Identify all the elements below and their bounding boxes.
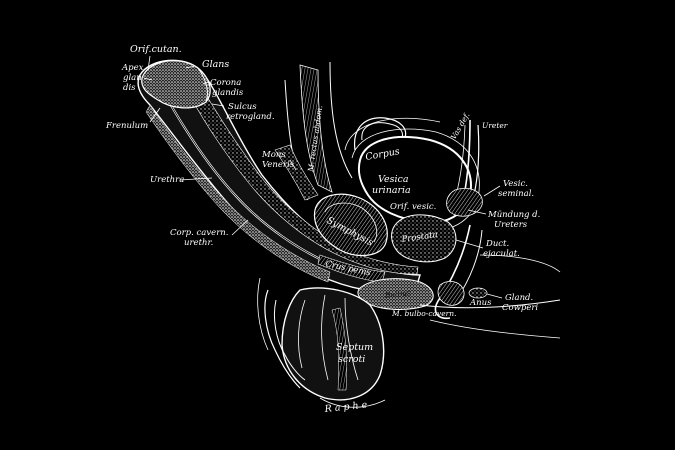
raphe-line [319, 397, 386, 408]
scrotum-fold [298, 299, 306, 369]
label-vesica-1: Vesica [378, 174, 409, 185]
mons-fat [274, 144, 319, 201]
label-m-bulbo: M. bulbo-cavern. [391, 309, 456, 318]
label-vas-def: Vas def. [449, 111, 472, 141]
scrotum [281, 287, 385, 401]
leader-corona [202, 81, 209, 85]
perineum-line-3 [479, 254, 561, 273]
leader-corp-cavern [231, 219, 249, 236]
leader-duct [455, 239, 484, 249]
symphysis-pubis [313, 193, 388, 256]
label-gland-1: Gland. [505, 293, 533, 303]
label-raphe: R a p h e [323, 400, 368, 416]
label-bulbus: Bulbus [383, 288, 411, 300]
anal-canal [437, 281, 465, 306]
label-mundung-1: Mündung d. [487, 210, 540, 220]
symphysis-inner [324, 202, 378, 243]
scrotum-septum [331, 307, 347, 391]
label-mundung-2: Ureters [494, 220, 528, 230]
scrotum-fold-2 [321, 294, 329, 381]
cowper-gland [468, 287, 488, 299]
label-gland-2: Cowperi [502, 303, 538, 313]
seminal-vesicle [446, 188, 483, 217]
testis-outline-3 [257, 277, 269, 351]
label-apex-2: glan [123, 73, 142, 83]
label-mons-2: Veneris [262, 160, 295, 170]
testis-outline [264, 289, 301, 389]
corpus-spongiosum [145, 104, 331, 283]
bladder-wall [351, 128, 480, 232]
label-corp-cavern-2: urethr. [184, 238, 213, 248]
label-frenulum: Frenulum [105, 121, 148, 131]
bladder-wall-2 [344, 117, 441, 151]
leader-urethra [179, 177, 213, 181]
perineum-line [419, 299, 561, 309]
leader-glans [185, 65, 196, 69]
label-mons-1: Mons [261, 150, 286, 160]
label-vesic-sem-1: Vesic. [503, 179, 528, 189]
perineum-line-2 [429, 319, 561, 339]
label-septum-1: Septum [336, 342, 373, 353]
scrotum-fold-3 [344, 297, 359, 381]
label-ureter: Ureter [482, 121, 508, 130]
leader-frenulum [149, 107, 161, 123]
leader-gland [486, 293, 503, 299]
label-anus: Anus [469, 298, 492, 308]
leader-apex [143, 77, 153, 81]
leader-mons [289, 159, 297, 171]
label-sulcus-1: Sulcus [228, 102, 257, 112]
peritoneum-loop-2 [361, 122, 403, 141]
peritoneum-loop [354, 117, 407, 151]
leader-mundung [467, 209, 487, 215]
label-corona-1: Corona [210, 78, 241, 88]
label-duct-ejac-1: Duct. [485, 239, 509, 249]
leader-vesic-sem [483, 185, 501, 197]
label-orif-vesic: Orif. vesic. [390, 202, 436, 212]
leader-sulcus [211, 103, 225, 107]
label-orif-cutan: Orif.cutan. [130, 44, 182, 55]
corona-ridge [197, 67, 208, 103]
label-vesic-sem-2: seminal. [498, 189, 534, 199]
label-duct-ejac-2: ejaculat. [483, 249, 520, 259]
rectus-muscle [299, 64, 333, 193]
label-corp-cavern-1: Corp. cavern. [170, 228, 228, 238]
abdominal-wall-line-2 [329, 61, 353, 179]
leader-orif-cutan [147, 55, 151, 71]
corpus-cavernosum [187, 84, 419, 275]
prostate [391, 214, 457, 263]
testis-outline-2 [273, 299, 306, 381]
label-urethra: Urethra [150, 175, 184, 185]
label-corona-2: glandis [212, 88, 244, 98]
label-vesica-2: urinaria [372, 185, 411, 196]
label-septum-2: scroti [338, 354, 365, 365]
label-apex-1: Apex [121, 63, 144, 73]
label-glans: Glans [202, 59, 229, 70]
label-sulcus-2: retrogland. [226, 112, 275, 122]
label-apex-3: dis [123, 83, 136, 93]
